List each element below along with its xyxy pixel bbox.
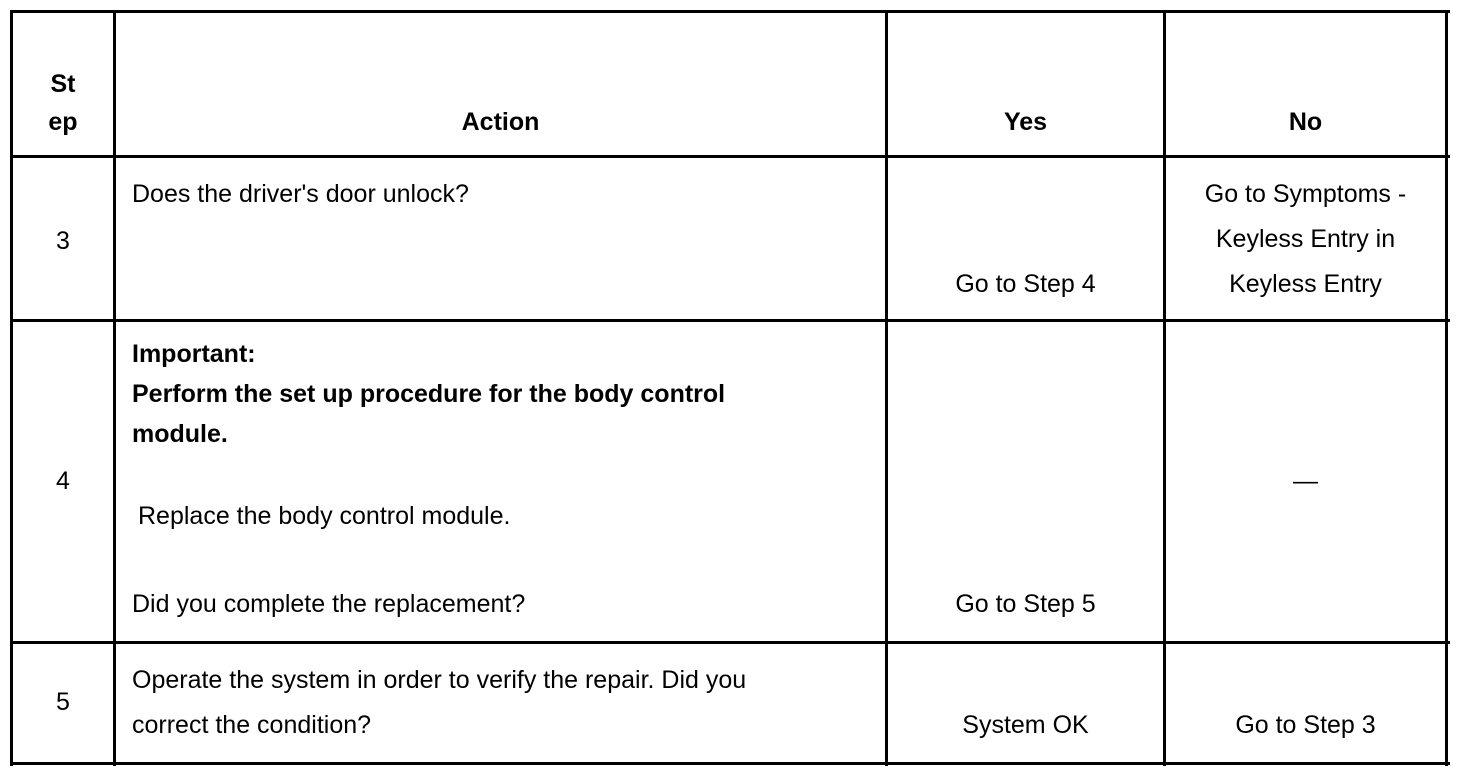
table-border-left bbox=[10, 10, 13, 766]
row-divider bbox=[10, 641, 1450, 644]
diagnostic-table: St ep Action Yes No 3 Does the driver's … bbox=[10, 10, 1450, 766]
header-step-line2: ep bbox=[48, 108, 78, 136]
no-result-line: Keyless Entry in bbox=[1215, 225, 1396, 253]
table-border-bottom bbox=[10, 762, 1450, 765]
important-text: module. bbox=[132, 420, 228, 448]
no-result: — bbox=[1293, 467, 1318, 495]
row-divider bbox=[10, 319, 1450, 322]
yes-result: Go to Step 4 bbox=[955, 270, 1096, 298]
important-label: Important: bbox=[132, 340, 256, 368]
header-step-line1: St bbox=[50, 70, 76, 98]
important-text: Perform the set up procedure for the bod… bbox=[132, 380, 726, 408]
no-result: Go to Step 3 bbox=[1235, 711, 1376, 739]
no-result-line: Go to Symptoms - bbox=[1204, 180, 1407, 208]
action-text: correct the condition? bbox=[132, 711, 372, 739]
action-text: Does the driver's door unlock? bbox=[132, 180, 469, 208]
table-border-top bbox=[10, 10, 1450, 13]
header-action: Action bbox=[461, 108, 540, 136]
column-divider bbox=[885, 10, 888, 766]
header-step: St ep bbox=[13, 65, 113, 141]
yes-result: System OK bbox=[962, 711, 1089, 739]
header-yes: Yes bbox=[1003, 108, 1048, 136]
column-divider bbox=[113, 10, 116, 766]
table-border-right bbox=[1445, 10, 1448, 766]
yes-result: Go to Step 5 bbox=[955, 590, 1096, 618]
header-no: No bbox=[1288, 108, 1323, 136]
no-result-line: Keyless Entry bbox=[1229, 270, 1382, 298]
step-number: 4 bbox=[56, 467, 70, 495]
step-number: 3 bbox=[56, 227, 70, 255]
no-result: Go to Symptoms - Keyless Entry in Keyles… bbox=[1166, 172, 1445, 307]
step-number: 5 bbox=[56, 688, 70, 716]
action-step-text: Replace the body control module. bbox=[138, 502, 511, 530]
header-divider bbox=[10, 155, 1450, 158]
column-divider bbox=[1163, 10, 1166, 766]
action-text: Operate the system in order to verify th… bbox=[132, 666, 747, 694]
action-question: Did you complete the replacement? bbox=[132, 590, 526, 618]
